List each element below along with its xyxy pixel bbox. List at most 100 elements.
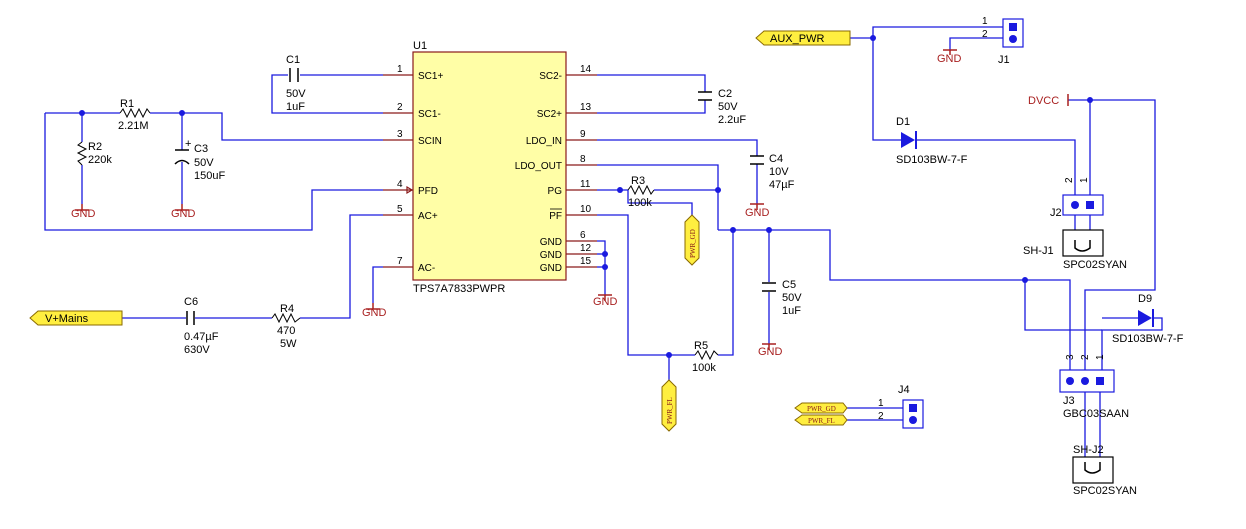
ic-pin-pfd: 4 PFD [383, 179, 438, 197]
ref-label: R5 [694, 340, 708, 352]
resistor-r2[interactable]: R2 220k [76, 141, 112, 166]
gnd-j1: GND [937, 49, 962, 65]
resistor-r5[interactable]: R5 100k [692, 340, 719, 374]
capacitor-c4[interactable]: C4 10V 47µF [750, 153, 795, 191]
gnd-label: GND [593, 296, 618, 308]
gnd-ic: GND [593, 294, 618, 308]
rating-label: 50V [718, 101, 738, 113]
shunt-sh-j2[interactable]: SH-J2 SPC02SYAN [1072, 444, 1137, 497]
ref-label: C4 [769, 153, 783, 165]
ref-label: R3 [631, 175, 645, 187]
connector-j2[interactable]: 2 1 J2 [1050, 177, 1104, 219]
resistor-r3[interactable]: R3 100k [627, 175, 655, 209]
ref-label: D1 [896, 116, 910, 128]
net-label: PWR_GD [807, 405, 836, 413]
ic-pin-sc2m: 14 SC2- [539, 64, 597, 82]
value-label: 47µF [769, 179, 795, 191]
net-flag-pwr-gd[interactable]: PWR_GD [794, 402, 848, 414]
ref-label: SH-J1 [1023, 245, 1054, 257]
pin-number: 2 [1064, 177, 1075, 183]
value-label: 1uF [782, 305, 801, 317]
pin-name: SC2+ [537, 109, 562, 120]
capacitor-c6[interactable]: C6 0.47µF 630V [184, 296, 219, 356]
ref-label: J4 [898, 384, 910, 396]
ref-label: SH-J2 [1073, 444, 1104, 456]
net-flag-pwr-fl-vertical[interactable]: PWR_FL [661, 379, 677, 432]
capacitor-c2[interactable]: C2 50V 2.2uF [698, 88, 746, 126]
pin-number: 2 [397, 102, 403, 113]
gnd-c3: GND [171, 204, 196, 220]
capacitor-c3[interactable]: + C3 50V 150uF [174, 138, 225, 182]
value-label: 150uF [194, 170, 225, 182]
ic-pin-pf: 10 PF [549, 204, 597, 222]
connector-j3[interactable]: 3 2 1 J3 GBC03SAAN [1059, 354, 1129, 420]
ic-u1[interactable]: U1 TPS7A7833PWPR 1 SC1+ 2 SC1- 3 SCIN 4 … [383, 40, 597, 295]
net-flag-pwr-gd-vertical[interactable]: PWR_GD [684, 214, 700, 266]
pin-number: 13 [580, 102, 592, 113]
value-label: 1uF [286, 101, 305, 113]
capacitor-c5[interactable]: C5 50V 1uF [762, 279, 802, 317]
gnd-label: GND [937, 53, 962, 65]
pin-number: 14 [580, 64, 592, 75]
pin-number: 1 [878, 398, 884, 409]
net-flag-dvcc[interactable]: DVCC [1028, 94, 1069, 107]
shunt-sh-j1[interactable]: SH-J1 SPC02SYAN [1023, 229, 1127, 271]
ref-label: R1 [120, 98, 134, 110]
pin-name: LDO_IN [526, 136, 562, 147]
ic-pin-gnd15: 15 GND [540, 256, 597, 274]
diode-d9[interactable]: D9 SD103BW-7-F [1112, 293, 1184, 345]
pin-number: 11 [580, 179, 591, 190]
pin-name: AC+ [418, 211, 438, 222]
polarity-mark: + [185, 138, 191, 150]
pin-name: SC1- [418, 109, 441, 120]
pin-name: GND [540, 237, 562, 248]
ic-pin-acp: 5 AC+ [383, 204, 438, 222]
pin-number: 1 [1079, 177, 1090, 183]
rating-label: 50V [286, 88, 306, 100]
pin-number: 3 [397, 129, 403, 140]
value-label: SPC02SYAN [1063, 259, 1127, 271]
pin-number: 6 [580, 230, 586, 241]
ic-pin-acm: 7 AC- [383, 256, 435, 274]
ic-part-number: TPS7A7833PWPR [413, 283, 505, 295]
ic-pin-ldo-in: 9 LDO_IN [526, 129, 597, 147]
net-label: PWR_FL [808, 417, 835, 425]
net-flag-v-mains[interactable]: V+Mains [29, 310, 123, 326]
value-label: SD103BW-7-F [1112, 333, 1184, 345]
ref-label: J1 [998, 54, 1010, 66]
ic-pin-scin: 3 SCIN [383, 129, 442, 147]
diode-d1[interactable]: D1 SD103BW-7-F [896, 116, 968, 166]
ref-label: J2 [1050, 207, 1062, 219]
ref-label: C1 [286, 54, 300, 66]
rating-label: 630V [184, 344, 210, 356]
connector-j4[interactable]: 1 2 J4 [878, 384, 924, 429]
capacitor-c1[interactable]: C1 50V 1uF [286, 54, 306, 113]
resistor-r4[interactable]: R4 470 5W [271, 303, 301, 350]
connector-j1[interactable]: 1 2 J1 [982, 16, 1024, 66]
resistor-r1[interactable]: R1 2.21M [118, 98, 151, 132]
ic-pin-sc1p: 1 SC1+ [383, 64, 443, 82]
net-label: PWR_FL [666, 397, 674, 424]
value-label: 470 [277, 325, 295, 337]
pin-name: AC- [418, 263, 435, 274]
ref-label: J3 [1063, 395, 1075, 407]
value-label: SD103BW-7-F [896, 154, 968, 166]
value-label: 220k [88, 154, 112, 166]
net-flag-aux-pwr[interactable]: AUX_PWR [755, 30, 851, 46]
pin-number: 8 [580, 154, 586, 165]
pin-name: GND [540, 263, 562, 274]
net-label: V+Mains [45, 313, 89, 325]
pin-number: 1 [397, 64, 403, 75]
pin-name: PFD [418, 186, 438, 197]
net-flag-pwr-fl[interactable]: PWR_FL [794, 414, 848, 426]
rating-label: 50V [194, 157, 214, 169]
pin-number: 12 [580, 243, 592, 254]
ref-label: C2 [718, 88, 732, 100]
ic-pin-sc2p: 13 SC2+ [537, 102, 597, 120]
value-label: 2.2uF [718, 114, 746, 126]
ic-pin-gnd6: 6 GND [540, 230, 597, 248]
ic-pin-pg: 11 PG [548, 179, 597, 197]
gnd-label: GND [171, 208, 196, 220]
